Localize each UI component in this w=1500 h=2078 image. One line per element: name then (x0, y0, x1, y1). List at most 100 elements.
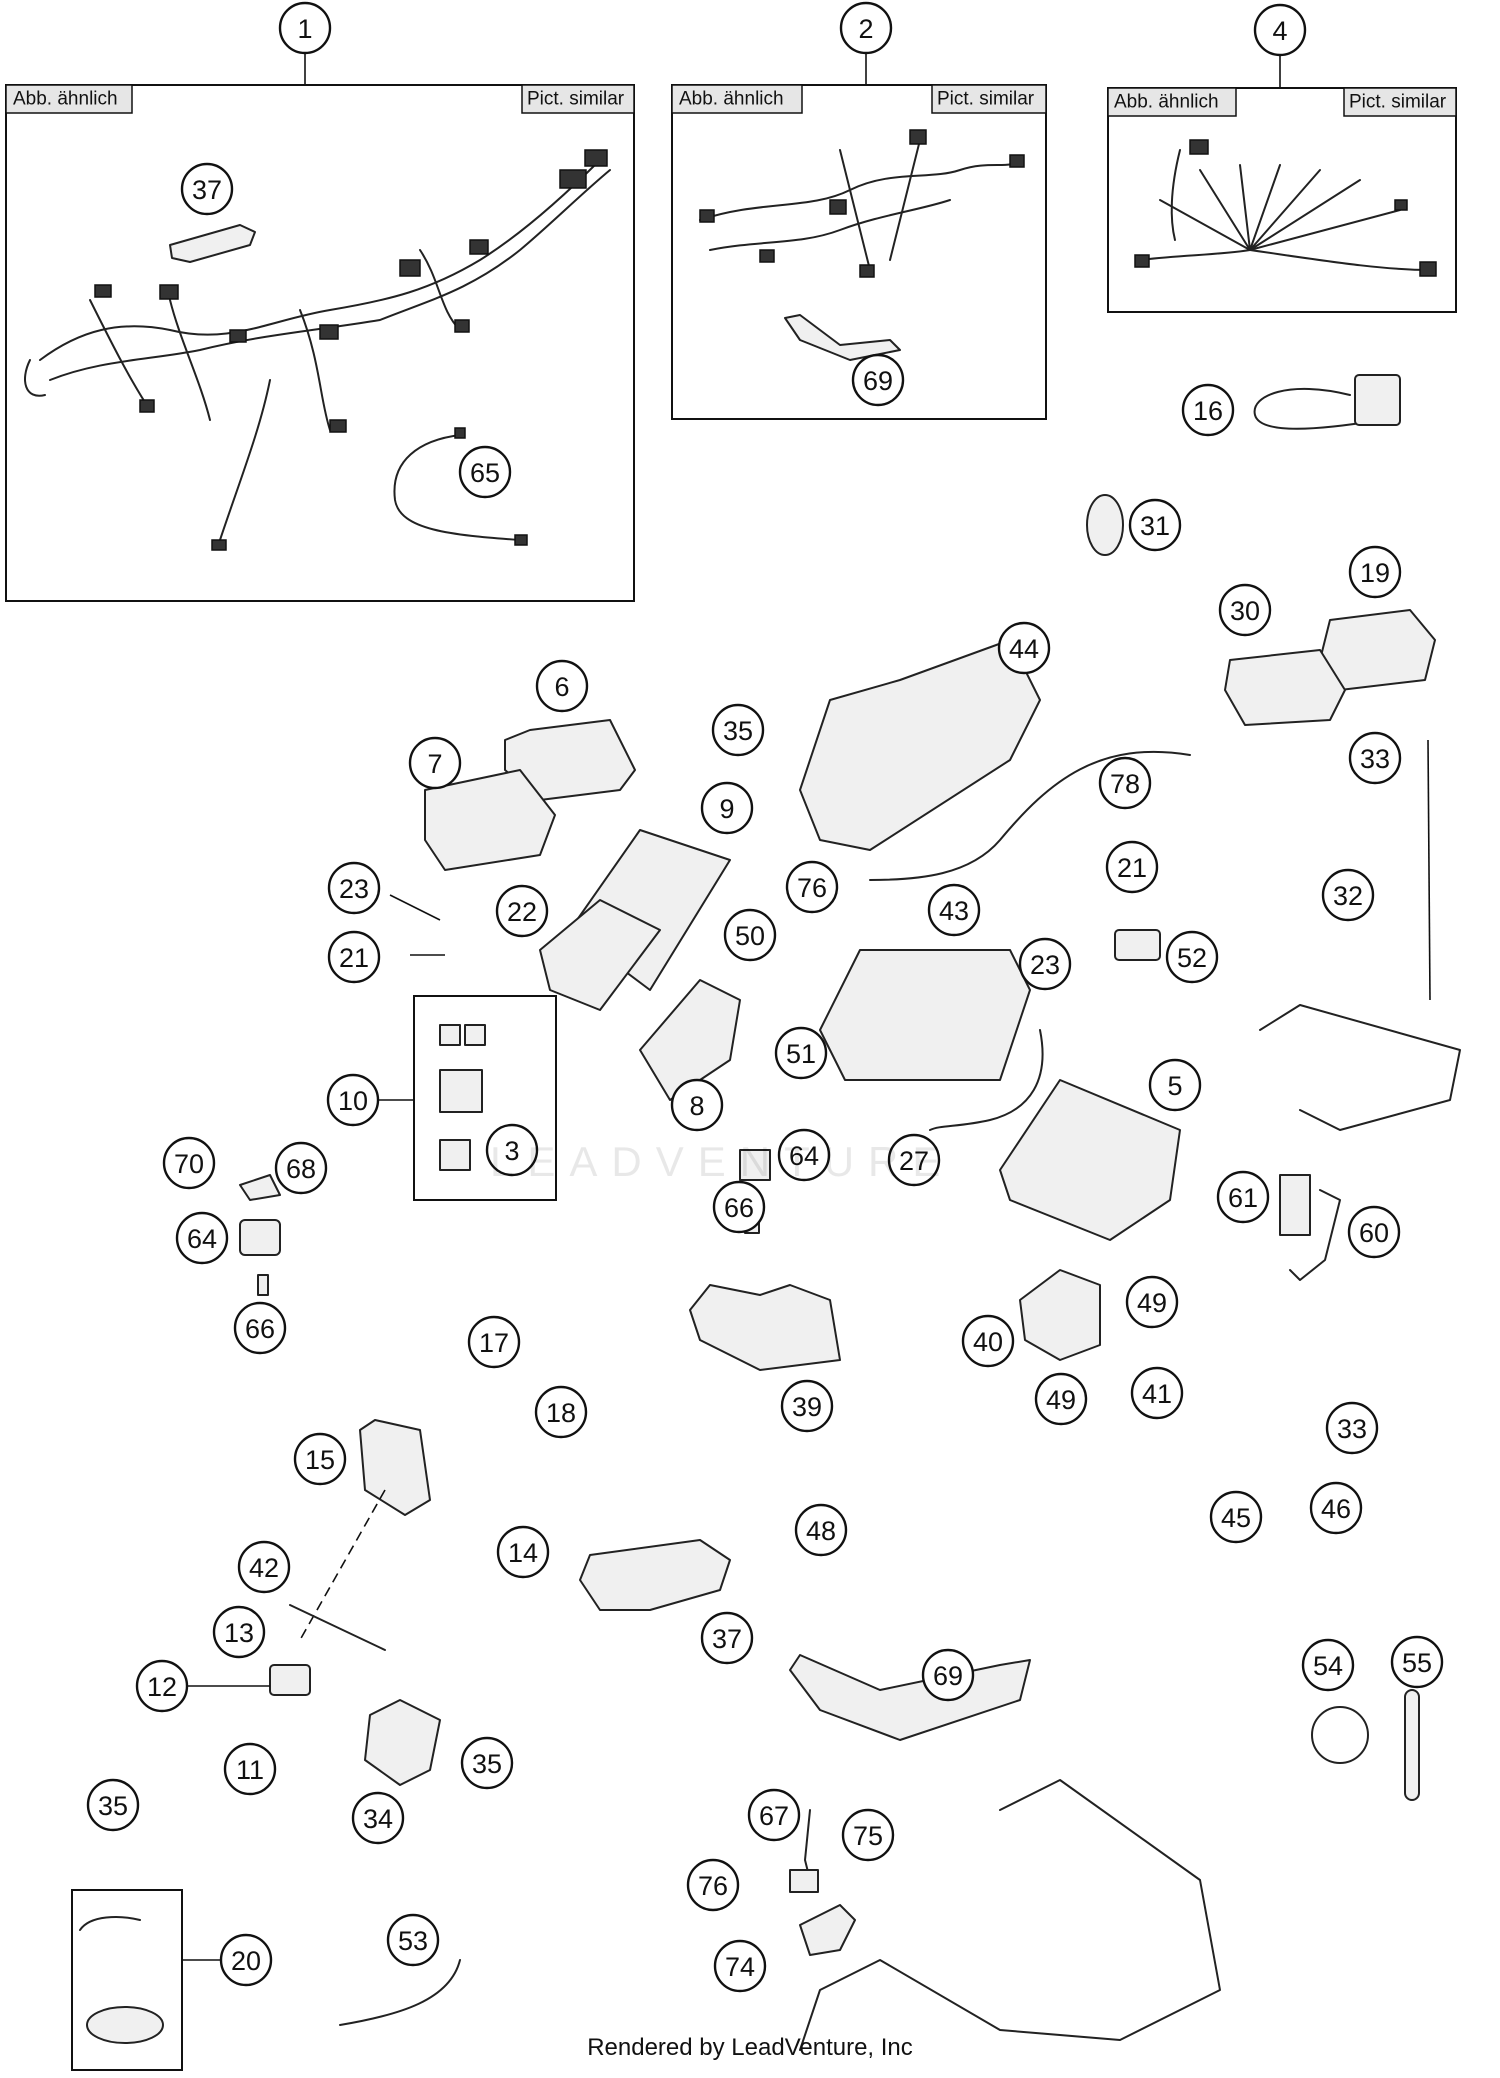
callout-23: 23 (327, 861, 381, 915)
svg-text:64: 64 (187, 1224, 217, 1254)
footer-credit: Rendered by LeadVenture, Inc (587, 2034, 913, 2061)
svg-text:42: 42 (249, 1553, 279, 1583)
svg-text:50: 50 (735, 921, 765, 951)
callout-13: 13 (212, 1605, 266, 1659)
callout-49: 49 (1034, 1372, 1088, 1426)
callout-37: 37 (700, 1611, 754, 1665)
svg-text:15: 15 (305, 1445, 335, 1475)
callout-40: 40 (961, 1314, 1015, 1368)
svg-text:44: 44 (1009, 634, 1039, 664)
svg-text:76: 76 (797, 873, 827, 903)
svg-text:66: 66 (724, 1193, 754, 1223)
callout-42: 42 (237, 1540, 291, 1594)
callout-15: 15 (293, 1432, 347, 1486)
callout-69: 69 (921, 1648, 975, 1702)
callout-box-2: 2 (839, 1, 893, 55)
callout-35: 35 (460, 1736, 514, 1790)
callout-20: 20 (219, 1933, 273, 1987)
callout-37: 37 (180, 162, 234, 216)
callout-19: 19 (1348, 545, 1402, 599)
svg-text:9: 9 (719, 794, 734, 824)
callout-61: 61 (1216, 1170, 1270, 1224)
callout-74: 74 (713, 1939, 767, 1993)
svg-text:27: 27 (899, 1146, 929, 1176)
callout-43: 43 (927, 883, 981, 937)
svg-text:45: 45 (1221, 1503, 1251, 1533)
svg-text:46: 46 (1321, 1494, 1351, 1524)
callout-box-4: 4 (1253, 3, 1307, 57)
callout-35: 35 (711, 703, 765, 757)
callout-52: 52 (1165, 930, 1219, 984)
svg-text:39: 39 (792, 1392, 822, 1422)
svg-text:21: 21 (339, 943, 369, 973)
svg-text:31: 31 (1140, 511, 1170, 541)
callout-31: 31 (1128, 498, 1182, 552)
box-1-main-harness: Abb. ähnlich Pict. similar (5, 50, 635, 602)
svg-text:Pict. similar: Pict. similar (1349, 92, 1447, 113)
callout-27: 27 (887, 1133, 941, 1187)
svg-text:60: 60 (1359, 1218, 1389, 1248)
callout-11: 11 (223, 1742, 277, 1796)
callout-22: 22 (495, 884, 549, 938)
svg-text:78: 78 (1110, 769, 1140, 799)
callout-51: 51 (774, 1026, 828, 1080)
callout-66: 66 (712, 1180, 766, 1234)
svg-text:49: 49 (1046, 1385, 1076, 1415)
svg-text:32: 32 (1333, 881, 1363, 911)
svg-text:23: 23 (1030, 950, 1060, 980)
svg-text:22: 22 (507, 897, 537, 927)
svg-text:21: 21 (1117, 853, 1147, 883)
svg-text:48: 48 (806, 1516, 836, 1546)
box-2-harness-drawing (699, 129, 1025, 278)
callout-67: 67 (747, 1788, 801, 1842)
svg-text:30: 30 (1230, 596, 1260, 626)
callout-34: 34 (351, 1791, 405, 1845)
svg-text:65: 65 (470, 458, 500, 488)
callout-69: 69 (851, 353, 905, 407)
svg-text:67: 67 (759, 1801, 789, 1831)
callout-64: 64 (777, 1128, 831, 1182)
svg-text:3: 3 (504, 1136, 519, 1166)
svg-text:12: 12 (147, 1672, 177, 1702)
box-2-tag-left: Abb. ähnlich (671, 84, 803, 114)
box-2-tag-right: Pict. similar (931, 84, 1047, 114)
box-4-tag-right: Pict. similar (1343, 87, 1457, 117)
svg-text:37: 37 (192, 175, 222, 205)
svg-text:16: 16 (1193, 396, 1223, 426)
svg-text:35: 35 (723, 716, 753, 746)
callout-46: 46 (1309, 1481, 1363, 1535)
callout-21: 21 (327, 930, 381, 984)
callout-64: 64 (175, 1211, 229, 1265)
callout-7: 7 (408, 736, 462, 790)
svg-text:69: 69 (863, 366, 893, 396)
bracket-37-drawing (169, 224, 256, 263)
svg-text:Abb. ähnlich: Abb. ähnlich (1114, 92, 1219, 113)
svg-text:41: 41 (1142, 1379, 1172, 1409)
callout-49: 49 (1125, 1275, 1179, 1329)
callout-70: 70 (162, 1136, 216, 1190)
svg-text:68: 68 (286, 1154, 316, 1184)
callout-50: 50 (723, 908, 777, 962)
svg-text:35: 35 (98, 1791, 128, 1821)
callout-box-1: 1 (278, 1, 332, 55)
callout-6: 6 (535, 659, 589, 713)
svg-text:20: 20 (231, 1946, 261, 1976)
callout-54: 54 (1301, 1638, 1355, 1692)
callout-55: 55 (1390, 1635, 1444, 1689)
svg-text:Pict. similar: Pict. similar (937, 89, 1035, 110)
svg-text:53: 53 (398, 1926, 428, 1956)
callout-16: 16 (1181, 383, 1235, 437)
svg-text:18: 18 (546, 1398, 576, 1428)
callout-12: 12 (135, 1659, 189, 1713)
svg-text:23: 23 (339, 874, 369, 904)
svg-text:52: 52 (1177, 943, 1207, 973)
callout-10: 10 (326, 1073, 380, 1127)
svg-text:49: 49 (1137, 1288, 1167, 1318)
svg-text:7: 7 (427, 749, 442, 779)
box-4-harness: Abb. ähnlich Pict. similar (1107, 50, 1457, 313)
svg-text:19: 19 (1360, 558, 1390, 588)
callout-32: 32 (1321, 868, 1375, 922)
callout-75: 75 (841, 1808, 895, 1862)
svg-text:69: 69 (933, 1661, 963, 1691)
